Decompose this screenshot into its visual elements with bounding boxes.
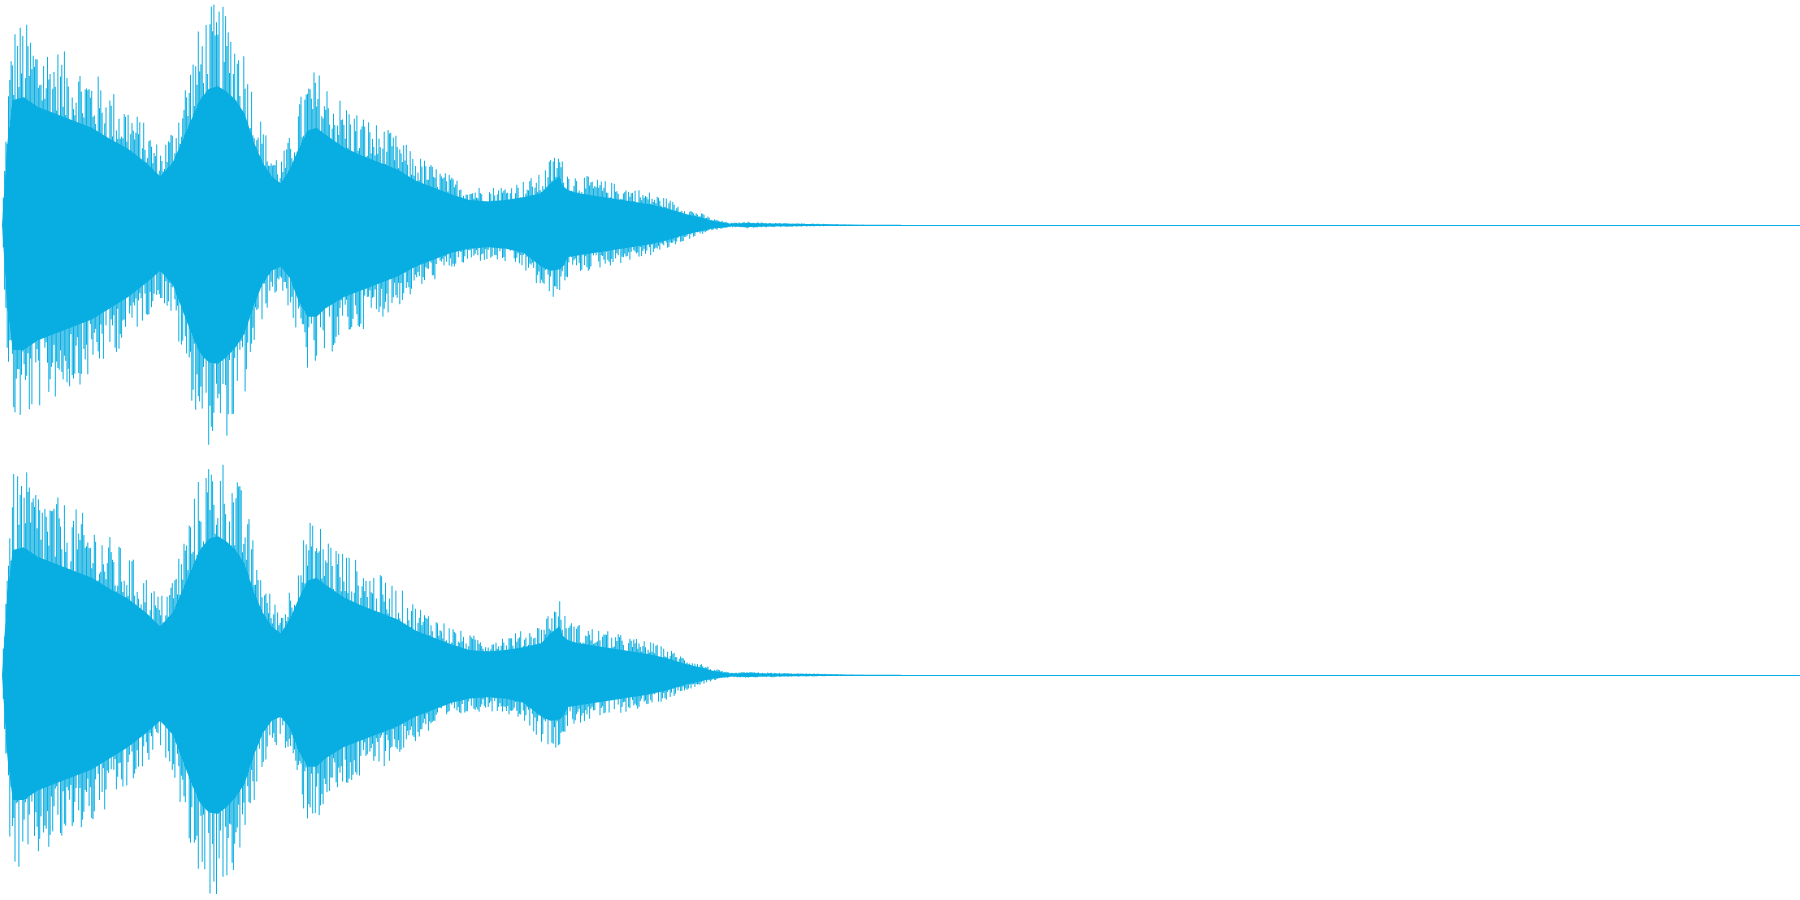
- channel-1-waveform: [2, 4, 1800, 445]
- channel-1-waveform-peaks: [2, 4, 865, 445]
- channel-2-waveform-peaks: [2, 464, 865, 894]
- channel-2-waveform: [2, 464, 1800, 894]
